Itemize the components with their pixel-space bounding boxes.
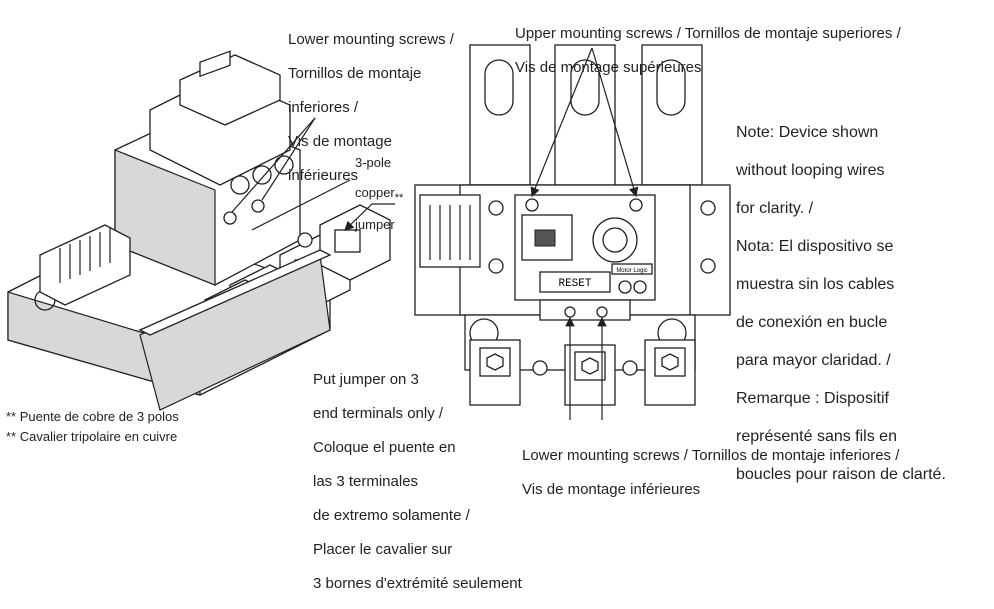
brand-label: Motor Logic: [616, 268, 647, 274]
isometric-relay-view: [7, 50, 391, 411]
front-relay-view: RESET Motor Logic: [414, 44, 731, 406]
footnote-french: ** Cavalier tripolaire en cuivre: [6, 429, 178, 444]
footnote-spanish: ** Puente de cobre de 3 polos: [6, 409, 179, 424]
note-label: Note: Device shown without looping wires…: [736, 124, 946, 483]
leader-lines-left: [231, 117, 395, 231]
leader-lines-right: [530, 47, 639, 420]
upper-screws-label: Upper mounting screws / Tornillos de mon…: [515, 25, 901, 76]
lower-screws-label-left: Lower mounting screws / Tornillos de mon…: [288, 31, 454, 184]
copper-jumper-label: 3-pole copper** jumper: [355, 155, 404, 232]
jumper-instruction-label: Put jumper on 3 end terminals only / Col…: [313, 371, 522, 592]
lower-screws-label-bottom: Lower mounting screws / Tornillos de mon…: [522, 447, 900, 498]
reset-label: RESET: [558, 278, 591, 290]
overload-relay-diagram: RESET Motor Logic: [7, 44, 731, 420]
